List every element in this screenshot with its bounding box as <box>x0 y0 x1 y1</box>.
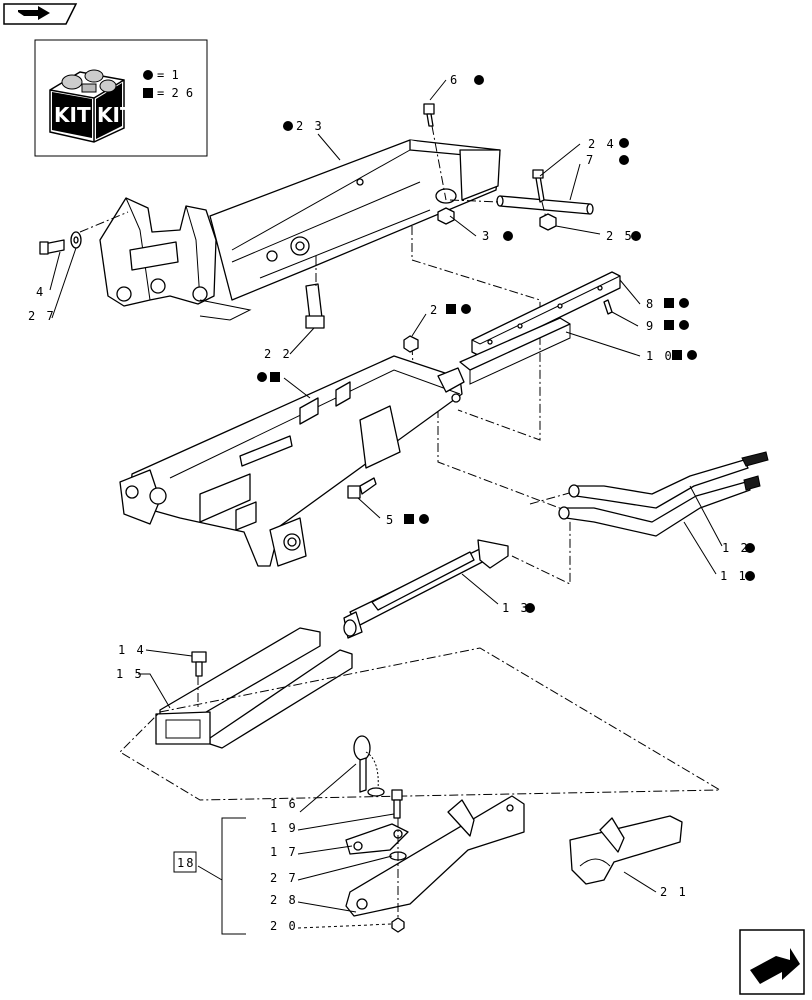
callout-4: 4 <box>36 285 45 299</box>
bushing-3 <box>435 188 457 225</box>
nut-25 <box>539 213 557 231</box>
callout-9: 9 <box>646 319 655 333</box>
kit-legend-box: KIT KIT = 1 = 2 6 <box>34 39 208 157</box>
main-frame <box>119 355 465 567</box>
group-label-box <box>173 851 197 873</box>
callout-13: 1 3 <box>502 601 530 615</box>
callout-5: 5 <box>386 513 395 527</box>
callout-8: 8 <box>646 297 655 311</box>
callout-14: 1 4 <box>118 643 146 657</box>
pin-16 <box>353 735 385 797</box>
callout-19: 1 9 <box>270 821 298 835</box>
callout-24: 2 4 <box>588 137 616 151</box>
callout-17: 1 7 <box>270 845 298 859</box>
legend-circle-symbol <box>143 70 153 80</box>
callout-12: 1 2 <box>722 541 750 555</box>
pin-7 <box>496 195 594 215</box>
callout-21: 2 1 <box>660 885 688 899</box>
hydraulic-cylinder-13 <box>343 539 509 639</box>
callout-16: 1 6 <box>270 797 298 811</box>
callout-6: 6 <box>450 73 459 87</box>
callout-20: 2 0 <box>270 919 298 933</box>
nut-2 <box>403 335 419 353</box>
callout-11: 1 1 <box>720 569 748 583</box>
kit-box-icon: KIT KIT <box>49 69 134 143</box>
callout-10: 1 0 <box>646 349 674 363</box>
bolt-24 <box>532 169 545 203</box>
forward-navigation-icon[interactable] <box>739 929 805 995</box>
legend-circle-text: = 1 <box>157 68 179 82</box>
group-label-18: 18 <box>177 856 195 870</box>
hitch-hook-21 <box>569 815 683 885</box>
callout-7: 7 <box>586 153 595 167</box>
callout-27b: 2 7 <box>270 871 298 885</box>
callouts: 6 2 3 2 4 7 3 2 5 4 2 7 8 9 <box>28 73 755 933</box>
callout-23: 2 3 <box>296 119 324 133</box>
hydraulic-hoses <box>558 451 769 537</box>
back-navigation-icon[interactable] <box>3 3 78 25</box>
callout-3: 3 <box>482 229 491 243</box>
screw-9 <box>603 299 613 315</box>
kit-text-left: KIT <box>54 103 91 127</box>
upper-frame-assembly <box>99 139 501 321</box>
legend-square-text: = 2 6 <box>157 86 193 100</box>
callout-22: 2 2 <box>264 347 292 361</box>
legend-square-symbol <box>143 88 153 98</box>
bolt-5 <box>347 477 377 499</box>
bolt-6 <box>423 103 435 127</box>
plate-10 <box>459 317 571 385</box>
bolt-4-washer-27 <box>39 231 82 255</box>
kit-text-right: KIT <box>97 103 134 127</box>
callout-27a: 2 7 <box>28 309 56 323</box>
callout-28: 2 8 <box>270 893 298 907</box>
callout-25: 2 5 <box>606 229 634 243</box>
drawbar-rails <box>155 627 353 749</box>
callout-15: 1 5 <box>116 667 144 681</box>
callout-2: 2 <box>430 303 439 317</box>
bolt-14 <box>191 651 207 677</box>
bolt-22 <box>305 283 325 329</box>
bolt-19 <box>391 789 403 819</box>
group-bracket-18: 18 <box>173 817 246 935</box>
plate-8 <box>471 271 621 357</box>
swing-drawbar-28 <box>345 795 525 917</box>
nut-20 <box>391 917 405 933</box>
clevis-17 <box>345 823 409 855</box>
